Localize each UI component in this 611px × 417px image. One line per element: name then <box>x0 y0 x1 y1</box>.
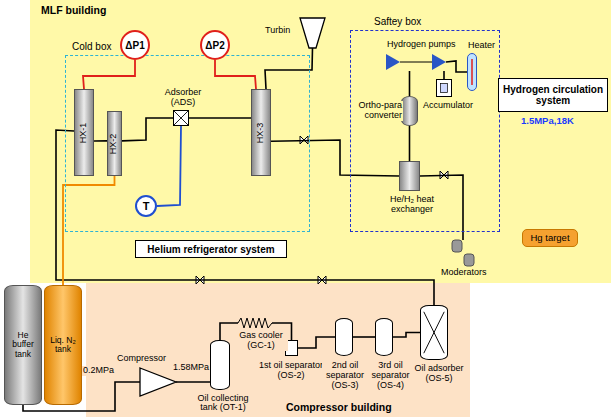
heater: Heater <box>467 53 477 91</box>
pressure-label: 1.5MPa,18K <box>520 116 575 126</box>
pipe-line <box>393 333 420 338</box>
pipe-line <box>353 336 375 338</box>
pipe-line <box>409 71 411 96</box>
node-text: ΔP1 <box>125 40 144 51</box>
ortho-para-converter: Ortho-para converter <box>401 96 418 126</box>
temperature-sensor: T <box>135 195 157 217</box>
he-h2-heat-exchanger: He/H₂ heat exchanger <box>399 161 420 191</box>
node-text: HX-3 <box>256 122 266 143</box>
gas-cooler-symbol <box>238 318 272 328</box>
node-text: Gas cooler (GC-1) <box>234 331 288 351</box>
buffer-tank: He buffer tank <box>4 285 42 405</box>
node-text: Helium refrigerator system <box>147 244 274 255</box>
heater-symbol <box>467 53 477 91</box>
node-text: Compressor <box>116 354 167 364</box>
node-text: ΔP2 <box>205 40 224 51</box>
pipe-line <box>443 71 445 79</box>
turbine-symbol <box>300 18 325 48</box>
gas-cooler: Gas cooler (GC-1) <box>238 318 272 328</box>
pressure-gauge: ΔP2 <box>200 30 230 60</box>
accumulator: Accumulator <box>436 79 452 97</box>
system-label-box: Hydrogen circulation system <box>498 78 608 112</box>
hydrogen-pumps: Hydrogen pumps <box>386 53 446 71</box>
node-text: HX-1 <box>79 122 89 143</box>
pressure-gauge: ΔP1 <box>120 30 150 60</box>
pipe-line <box>189 117 251 119</box>
pipe-line <box>83 60 135 89</box>
node-text: Ortho-para converter <box>354 101 403 121</box>
node-text: MLF building <box>40 5 107 17</box>
node-text: Hg target <box>530 233 569 243</box>
oil-separator: 3rd oil separator (OS-4) <box>375 318 393 356</box>
mlf-building-region: MLF buildingCold boxHX-1HX-2 Adsorber (AD… <box>30 0 611 283</box>
heat-exchanger: HX-2 <box>107 111 122 176</box>
moderators-symbol <box>452 240 474 266</box>
node-text: Cold box <box>71 41 112 52</box>
pressure-label: 0.2MPa <box>82 366 115 376</box>
node-text: Turbin <box>264 26 291 36</box>
node-text: Accumulator <box>422 101 474 111</box>
compressor-building-region: Compressor buildingCompressorOil collect… <box>86 283 470 417</box>
pipe-line <box>215 60 256 89</box>
cold-box: Cold boxHX-1HX-2Adsorber (ADS)HX-3T <box>65 55 310 232</box>
pipe-line <box>157 126 181 206</box>
turbine: Turbin <box>300 18 325 48</box>
node-text: Hydrogen circulation system <box>503 84 603 106</box>
pipe-line <box>94 140 107 142</box>
hydrogen-pumps-symbol <box>386 53 446 71</box>
oil-separator: 2nd oil separator (OS-3) <box>335 318 353 356</box>
node-text: Saftey box <box>373 16 422 27</box>
hg-target: Hg target <box>522 229 578 247</box>
adsorber-symbol <box>174 111 188 125</box>
compressor: Compressor <box>140 368 176 396</box>
pressure-label: 1.58MPa <box>172 363 210 373</box>
adsorber: Adsorber (ADS) <box>173 110 189 126</box>
node-text: Oil adsorber (OS-5) <box>413 364 465 384</box>
nitrogen-tank: Liq. N₂ tank <box>44 285 82 405</box>
moderators: Moderators <box>452 240 474 266</box>
safety-box: Saftey boxHydrogen pumpsAccumulatorHeate… <box>350 30 500 232</box>
heat-exchanger: HX-3 <box>251 89 271 176</box>
node-text: Oil collecting tank (OT-1) <box>189 394 257 412</box>
node-text: Hydrogen pumps <box>386 40 457 50</box>
node-text: He buffer tank <box>6 331 40 359</box>
node-text: He/H₂ heat exchanger <box>374 195 450 215</box>
node-text: Moderators <box>440 268 488 278</box>
oil-adsorber: Oil adsorber (OS-5) <box>420 305 448 360</box>
node-text: Liq. N₂ tank <box>46 336 80 355</box>
oil-collecting-tank: Oil collecting tank (OT-1) <box>210 340 230 390</box>
system-label-box: Helium refrigerator system <box>135 240 287 258</box>
node-text: HX-2 <box>110 133 120 154</box>
pipe-line <box>409 126 411 161</box>
node-text: 3rd oil separator (OS-4) <box>367 361 414 391</box>
pipe-line <box>298 337 335 348</box>
pipe-line <box>122 118 173 141</box>
accumulator-symbol <box>437 80 451 96</box>
pipe-line <box>176 381 210 383</box>
node-text: Heater <box>467 41 496 51</box>
oil-adsorber-symbol <box>421 306 447 359</box>
node-text: T <box>143 200 150 212</box>
pipe-line <box>63 176 115 285</box>
compressor-symbol <box>140 368 176 396</box>
node-text: 1st oil separator (OS-2) <box>257 361 325 381</box>
node-text: Adsorber (ADS) <box>157 88 209 108</box>
pipe-line <box>446 61 467 72</box>
pipe-line <box>271 140 399 176</box>
node-text: 2nd oil separator (OS-3) <box>322 361 368 391</box>
node-text: Compressor building <box>285 402 393 414</box>
heat-exchanger: HX-1 <box>74 89 94 176</box>
